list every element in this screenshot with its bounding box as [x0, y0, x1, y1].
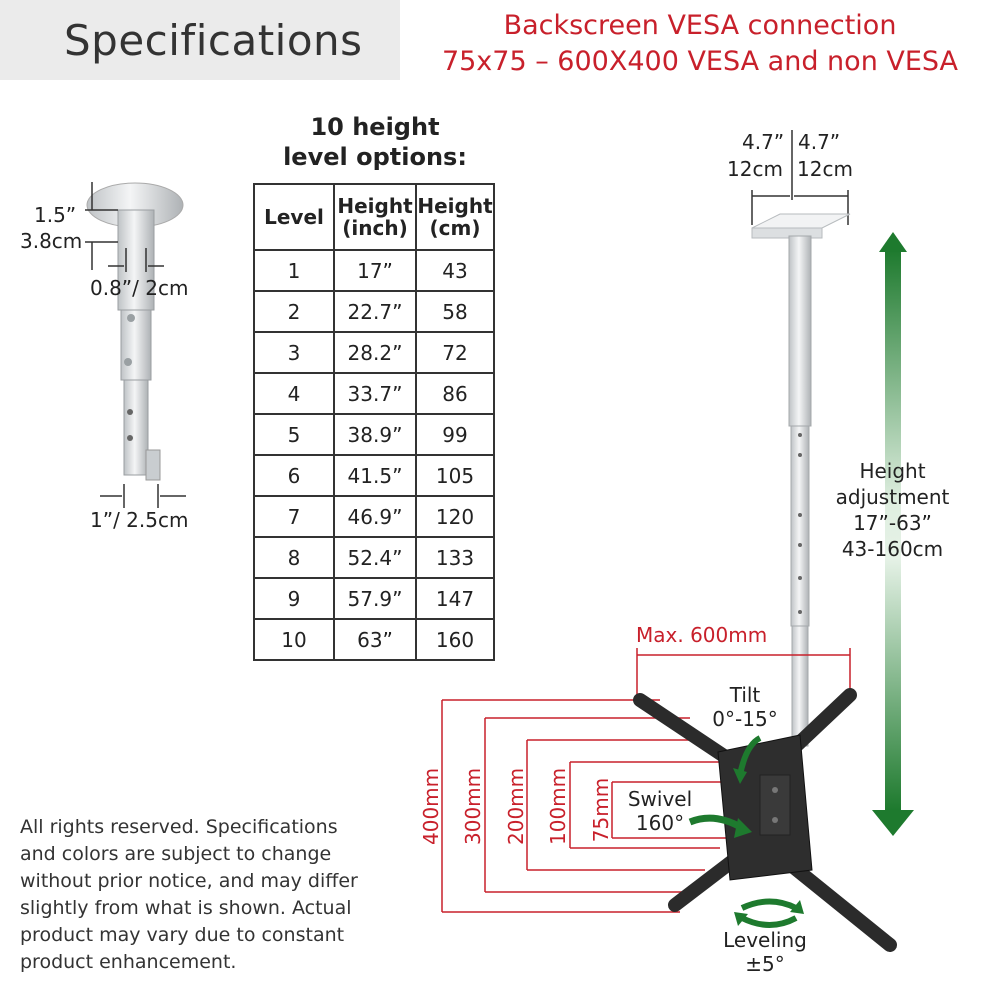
swivel-arrow [688, 814, 752, 838]
height-adjustment-line-3: 17”-63” [853, 511, 932, 535]
vesa-height-400: 400mm [419, 767, 443, 845]
table-title: 10 height level options: [250, 112, 500, 172]
vesa-height-75: 75mm [589, 777, 613, 843]
level-cell: 7 [253, 495, 335, 538]
leveling-label: Leveling ±5° [710, 928, 820, 976]
height-inch-cell: 17” [333, 249, 417, 292]
plate-left-cm: 12cm [727, 157, 783, 181]
plate-right-cm: 12cm [797, 157, 853, 181]
height-cm-cell: 133 [415, 536, 495, 579]
height-cm-cell: 43 [415, 249, 495, 292]
column-header-height-cm: Height (cm) [415, 183, 495, 251]
height-cm-cell: 99 [415, 413, 495, 456]
table-title-line-1: 10 height [310, 113, 440, 141]
height-adjustment-line-2: adjustment [835, 485, 950, 509]
height-adjustment-label: Height adjustment 17”-63” 43-160cm [830, 458, 955, 562]
height-inch-cell: 28.2” [333, 331, 417, 374]
level-cell: 3 [253, 331, 335, 374]
tilt-arrow [733, 735, 762, 784]
swivel-value: 160° [635, 811, 685, 835]
tilt-value: 0°-15° [712, 707, 778, 731]
tilt-label-text: Tilt [729, 683, 761, 707]
height-inch-cell: 41.5” [333, 454, 417, 497]
height-inch-cell: 22.7” [333, 290, 417, 333]
table-header-row: Level Height (inch) Height (cm) [253, 183, 495, 251]
plate-right-inch: 4.7” [798, 130, 841, 154]
height-adjustment-line-1: Height [859, 459, 926, 483]
level-cell: 10 [253, 618, 335, 661]
specifications-header-box: Specifications [0, 0, 400, 80]
column-header-level: Level [253, 183, 335, 251]
height-adjustment-line-4: 43-160cm [841, 537, 944, 561]
pole-top-inch-label: 1.5” [34, 203, 77, 227]
height-inch-cell: 38.9” [333, 413, 417, 456]
height-inch-cell: 33.7” [333, 372, 417, 415]
height-adjustment-arrow [872, 232, 914, 836]
pole-mid-label: 0.8”/ 2cm [90, 276, 189, 300]
vesa-line-2: 75x75 – 600X400 VESA and non VESA [441, 46, 959, 77]
tilt-label: Tilt 0°-15° [700, 683, 790, 731]
leveling-label-text: Leveling [723, 928, 807, 952]
height-cm-cell: 72 [415, 331, 495, 374]
max-width-label: Max. 600mm [636, 623, 768, 647]
swivel-label-text: Swivel [627, 787, 693, 811]
table-title-line-2: level options: [283, 143, 467, 171]
vesa-line-1: Backscreen VESA connection [503, 10, 897, 41]
level-cell: 6 [253, 454, 335, 497]
ceiling-mount-drawing [751, 130, 851, 747]
height-cm-cell: 105 [415, 454, 495, 497]
pole-top-cm-label: 3.8cm [20, 229, 83, 253]
level-cell: 1 [253, 249, 335, 292]
level-cell: 5 [253, 413, 335, 456]
pole-detail-drawing [85, 182, 186, 508]
height-cm-cell: 120 [415, 495, 495, 538]
leveling-value: ±5° [745, 952, 785, 976]
vesa-dimension-lines [441, 648, 851, 913]
level-cell: 4 [253, 372, 335, 415]
column-header-height-inch: Height (inch) [333, 183, 417, 251]
vesa-connection-heading: Backscreen VESA connection 75x75 – 600X4… [420, 8, 980, 80]
level-cell: 2 [253, 290, 335, 333]
height-cm-cell: 86 [415, 372, 495, 415]
height-inch-cell: 63” [333, 618, 417, 661]
vesa-height-100: 100mm [546, 767, 570, 845]
height-inch-cell: 46.9” [333, 495, 417, 538]
vesa-height-300: 300mm [461, 767, 485, 845]
leveling-arrow [734, 898, 804, 928]
disclaimer-text: All rights reserved. Specifications and … [20, 816, 358, 973]
swivel-label: Swivel 160° [620, 787, 700, 835]
height-inch-cell: 57.9” [333, 577, 417, 620]
pole-bottom-label: 1”/ 2.5cm [90, 508, 189, 532]
level-cell: 9 [253, 577, 335, 620]
height-inch-cell: 52.4” [333, 536, 417, 579]
height-cm-cell: 147 [415, 577, 495, 620]
height-cm-cell: 58 [415, 290, 495, 333]
height-cm-cell: 160 [415, 618, 495, 661]
page-title: Specifications [64, 15, 363, 65]
plate-left-inch: 4.7” [742, 130, 785, 154]
level-cell: 8 [253, 536, 335, 579]
vesa-height-200: 200mm [504, 767, 528, 845]
